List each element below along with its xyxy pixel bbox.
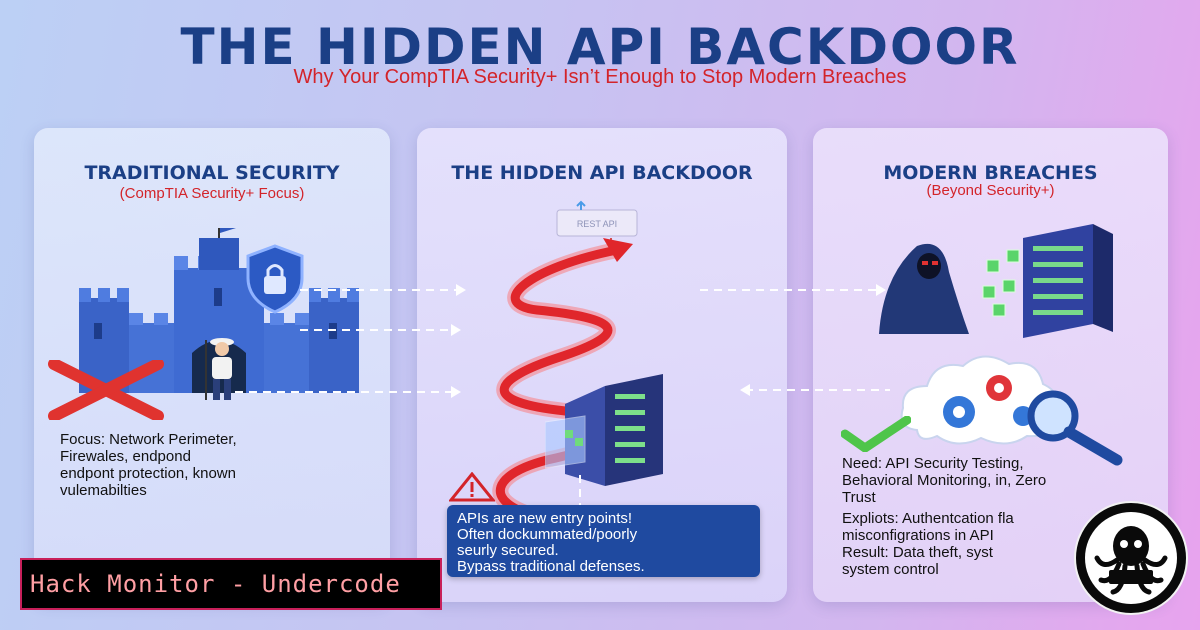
panel-title: THE HIDDEN API BACKDOOR [451, 162, 753, 184]
warning-icon [449, 472, 495, 502]
panel-title: TRADITIONAL SECURITY [84, 162, 340, 184]
red-curved-arrow-icon [492, 238, 633, 536]
hooded-hacker-icon [879, 243, 969, 334]
page-subtitle: Why Your CompTIA Security+ Isn’t Enough … [293, 66, 907, 88]
hack-monitor-badge: Hack Monitor - Undercode [20, 558, 442, 610]
traditional-security-panel: TRADITIONAL SECURITY (CompTIA Security+ … [34, 128, 390, 602]
gears-cloud-icon [900, 355, 1059, 445]
exploits-text: Expliots: Authentcation fla misconfigrat… [842, 510, 1014, 578]
panel-title: MODERN BREACHES [883, 162, 1098, 184]
callout-box: APIs are new entry points! Often dockumm… [447, 505, 760, 577]
rest-api-icon: REST API [556, 200, 638, 248]
green-check-icon [841, 416, 911, 452]
panel-subtitle: (CompTIA Security+ Focus) [119, 185, 305, 202]
rest-api-label: REST API [577, 219, 617, 229]
guard-icon [205, 338, 234, 400]
octopus-logo-icon [1074, 501, 1188, 615]
need-text: Need: API Security Testing, Behavioral M… [842, 455, 1047, 506]
page-title: THE HIDDEN API BACKDOOR [180, 18, 1020, 76]
server-icon [545, 374, 663, 486]
focus-text: Focus: Network Perimeter, Firewales, end… [60, 431, 237, 499]
red-x-icon [48, 360, 164, 420]
panel-subtitle: (Beyond Security+) [926, 182, 1055, 199]
shield-lock-icon [246, 244, 304, 314]
magnifier-icon [1027, 390, 1123, 466]
server-icon [982, 224, 1113, 338]
